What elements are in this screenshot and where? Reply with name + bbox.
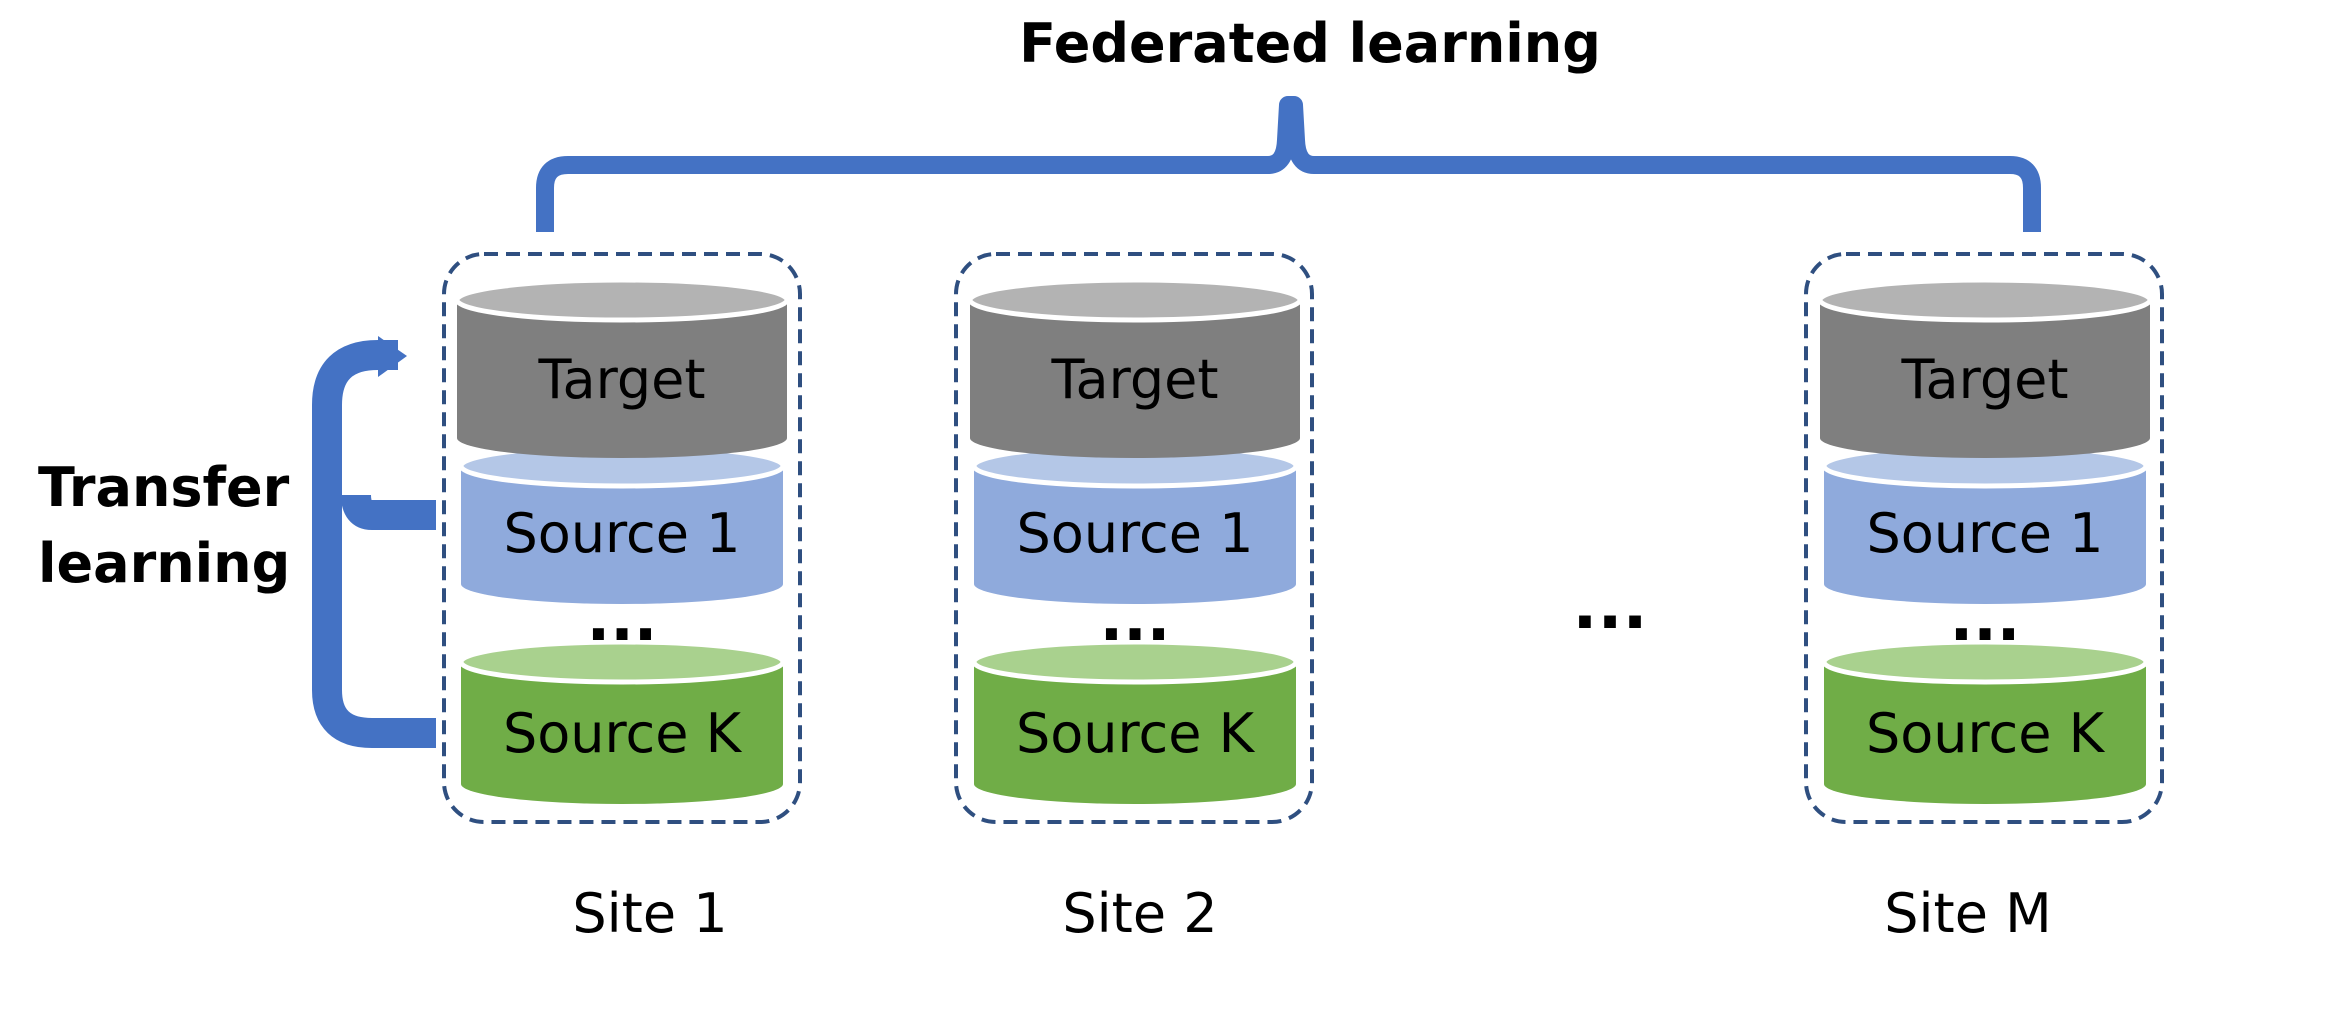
layer-ellipsis: ...: [1100, 582, 1171, 655]
source-1-cylinder: [1821, 443, 2149, 604]
source-1-cylinder: [458, 443, 786, 604]
target-cylinder-body: [1820, 300, 2150, 458]
source-1-label: Source 1: [1867, 502, 2104, 565]
transfer-learning-label-line2: learning: [38, 532, 290, 595]
source-k-cylinder: [1821, 639, 2149, 804]
site-border: [954, 252, 1314, 824]
source-1-label: Source 1: [504, 502, 741, 565]
source-k-cylinder: [971, 639, 1299, 804]
site-label: Site 2: [1062, 882, 1217, 945]
site-border: [442, 252, 802, 824]
transfer-learning-label-line1: Transfer: [38, 456, 290, 519]
source-1-cylinder-body: [461, 466, 783, 604]
source-k-cylinder-body: [974, 662, 1296, 804]
source-k-cylinder-body: [1824, 662, 2146, 804]
source-k-cylinder-top: [1821, 639, 2149, 685]
target-label: Target: [537, 348, 705, 411]
target-cylinder: [454, 277, 790, 458]
target-label: Target: [1050, 348, 1218, 411]
target-label: Target: [1900, 348, 2068, 411]
target-cylinder: [967, 277, 1303, 458]
source-k-cylinder-top: [458, 639, 786, 685]
source-k-cylinder-body: [461, 662, 783, 804]
federated-learning-title: Federated learning: [1019, 12, 1601, 75]
middle-ellipsis: ...: [1572, 567, 1647, 644]
source-1-cylinder: [971, 443, 1299, 604]
target-cylinder-body: [457, 300, 787, 458]
source-1-label: Source 1: [1017, 502, 1254, 565]
site-label: Site 1: [572, 882, 727, 945]
site-label: Site M: [1884, 882, 2051, 945]
site-border: [1804, 252, 2164, 824]
source-k-label: Source K: [1866, 702, 2106, 765]
source-k-label: Source K: [1016, 702, 1256, 765]
layer-ellipsis: ...: [1950, 582, 2021, 655]
target-cylinder-top: [454, 277, 790, 323]
source-k-cylinder-top: [971, 639, 1299, 685]
layer-ellipsis: ...: [587, 582, 658, 655]
source-k-label: Source K: [503, 702, 743, 765]
federated-brace: [536, 96, 2041, 232]
transfer-learning-arrow: [312, 336, 436, 748]
target-cylinder-body: [970, 300, 1300, 458]
target-cylinder-top: [1817, 277, 2153, 323]
target-cylinder: [1817, 277, 2153, 458]
source-1-cylinder-body: [974, 466, 1296, 604]
source-1-cylinder-body: [1824, 466, 2146, 604]
target-cylinder-top: [967, 277, 1303, 323]
source-k-cylinder: [458, 639, 786, 804]
